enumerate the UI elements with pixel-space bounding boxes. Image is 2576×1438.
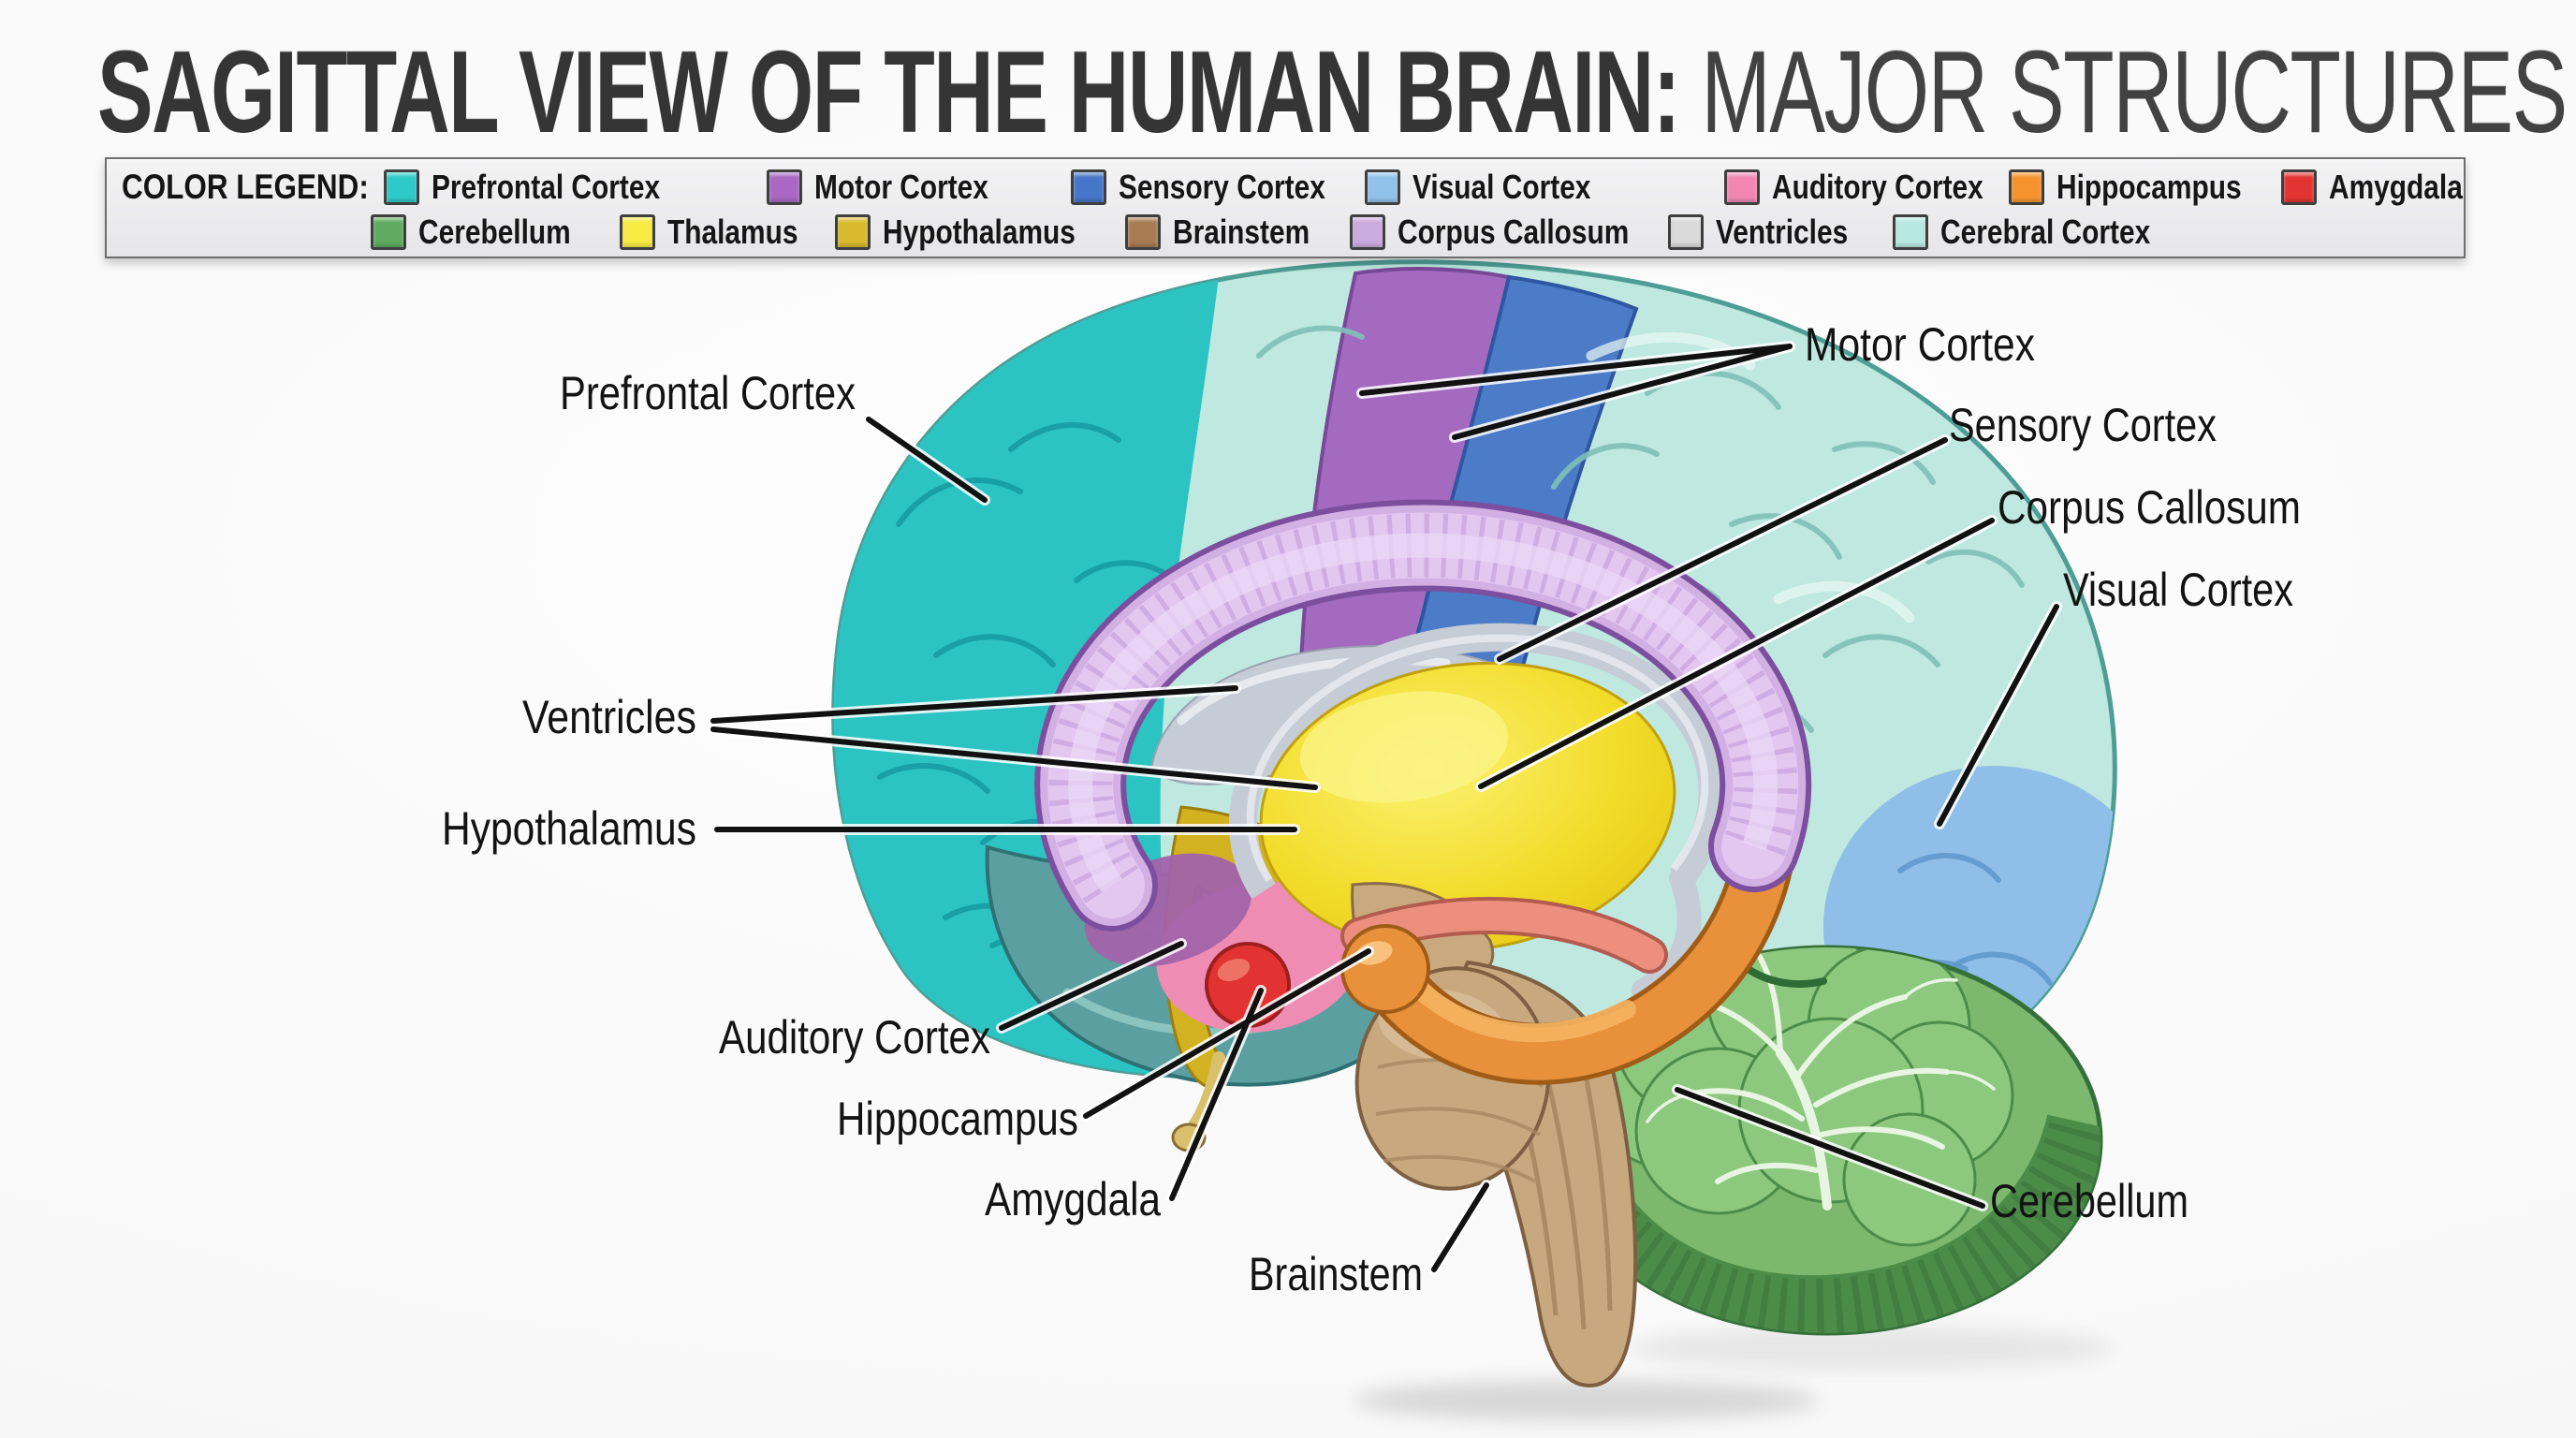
brain-shadow-2 (1629, 1326, 2115, 1371)
label-sensory-cortex: Sensory Cortex (1949, 399, 2217, 451)
label-hippocampus: Hippocampus (837, 1093, 1078, 1145)
label-hypothalamus: Hypothalamus (442, 802, 696, 855)
leader-hippocampus (1083, 948, 1371, 1119)
legend-label: Ventricles (1716, 213, 1849, 251)
label-motor-cortex: Motor Cortex (1805, 318, 2035, 371)
legend-swatch-hypothalamus (835, 214, 871, 250)
legend-label: Hypothalamus (883, 213, 1076, 251)
diagram-labels: Prefrontal Cortex Ventricles Hypothalamu… (442, 318, 2301, 1300)
legend-swatch-cerebellum (371, 214, 406, 250)
color-legend: COLOR LEGEND: Prefrontal Cortex Motor Co… (105, 157, 2466, 258)
hippocampus-region (1340, 791, 1800, 1085)
legend-swatch-ventricles (1668, 214, 1704, 250)
label-auditory-cortex: Auditory Cortex (719, 1011, 990, 1064)
legend-label: Cerebellum (418, 213, 571, 251)
legend-swatch-motor-cortex (767, 169, 802, 205)
legend-swatch-thalamus (620, 214, 655, 250)
leader-amygdala (1169, 988, 1264, 1201)
legend-label: Cerebral Cortex (1940, 213, 2151, 251)
legend-item-amygdala: Amygdala (2281, 169, 2490, 206)
label-corpus-callosum: Corpus Callosum (1998, 481, 2301, 534)
leader-lines (708, 341, 2062, 1275)
leader-visual (1937, 604, 2059, 827)
legend-label: Visual Cortex (1412, 168, 1591, 206)
legend-swatch-corpus-callosum (1350, 214, 1385, 250)
legend-item-corpus-callosum: Corpus Callosum (1350, 213, 1676, 251)
leader-corpus (1478, 518, 1995, 789)
legend-label: Corpus Callosum (1398, 213, 1630, 251)
legend-item-hypothalamus: Hypothalamus (835, 213, 1115, 251)
thalamus-highlight (1299, 691, 1509, 803)
legend-label: Auditory Cortex (1772, 168, 1983, 206)
label-amygdala: Amygdala (985, 1173, 1161, 1225)
amygdala-highlight (1217, 958, 1251, 982)
label-cerebellum: Cerebellum (1990, 1175, 2188, 1227)
leader-auditory (999, 941, 1184, 1031)
legend-label: Prefrontal Cortex (432, 168, 661, 206)
legend-swatch-prefrontal-cortex (384, 169, 419, 205)
legend-item-prefrontal-cortex: Prefrontal Cortex (384, 169, 707, 206)
cerebellum-region (1551, 945, 2103, 1336)
leader-ventricles-b (710, 726, 1318, 790)
brain-shadow (1353, 1380, 1821, 1421)
legend-item-hippocampus: Hippocampus (2009, 169, 2279, 206)
legend-item-visual-cortex: Visual Cortex (1365, 169, 1627, 206)
legend-item-brainstem: Brainstem (1125, 213, 1338, 251)
leader-motor-a (1359, 344, 1793, 396)
label-visual-cortex: Visual Cortex (2063, 564, 2293, 616)
label-prefrontal-cortex: Prefrontal Cortex (560, 367, 856, 419)
legend-swatch-brainstem (1125, 214, 1161, 250)
legend-label: Sensory Cortex (1119, 168, 1325, 206)
legend-swatch-amygdala (2281, 169, 2317, 205)
legend-label: Amygdala (2329, 168, 2463, 206)
legend-item-ventricles: Ventricles (1668, 213, 1875, 251)
legend-item-thalamus: Thalamus (620, 213, 825, 251)
page-title-sub: MAJOR STRUCTURES (1701, 28, 2568, 157)
legend-title: COLOR LEGEND: (122, 168, 369, 206)
legend-swatch-auditory-cortex (1724, 169, 1760, 205)
pituitary-stalk (1188, 1051, 1225, 1132)
fornix-band-fill (1344, 901, 1664, 970)
leader-sensory (1497, 437, 1948, 662)
leader-cerebellum (1675, 1087, 1985, 1209)
legend-swatch-hippocampus (2009, 169, 2044, 205)
legend-item-sensory-cortex: Sensory Cortex (1071, 169, 1368, 206)
legend-swatch-sensory-cortex (1071, 169, 1106, 205)
legend-label: Motor Cortex (814, 168, 988, 206)
corpus-callosum-region (1034, 499, 1812, 932)
legend-swatch-cerebral-cortex (1893, 214, 1928, 250)
leader-ventricles-a (710, 685, 1238, 724)
page-title: SAGITTAL VIEW OF THE HUMAN BRAIN: MAJOR … (97, 24, 2568, 161)
leader-prefrontal (866, 417, 988, 503)
leader-brainstem (1431, 1182, 1489, 1272)
legend-swatch-visual-cortex (1365, 169, 1400, 205)
legend-label: Hippocampus (2056, 168, 2242, 206)
label-brainstem: Brainstem (1249, 1248, 1423, 1300)
legend-item-motor-cortex: Motor Cortex (767, 169, 1024, 206)
page-title-main: SAGITTAL VIEW OF THE HUMAN BRAIN: (97, 28, 1680, 157)
legend-item-cerebellum: Cerebellum (371, 213, 602, 251)
label-ventricles: Ventricles (522, 691, 696, 743)
leader-motor-b (1452, 344, 1793, 440)
legend-item-cerebral-cortex: Cerebral Cortex (1893, 213, 2193, 251)
legend-item-auditory-cortex: Auditory Cortex (1724, 169, 2027, 206)
legend-label: Brainstem (1173, 213, 1310, 251)
legend-label: Thalamus (667, 213, 798, 251)
